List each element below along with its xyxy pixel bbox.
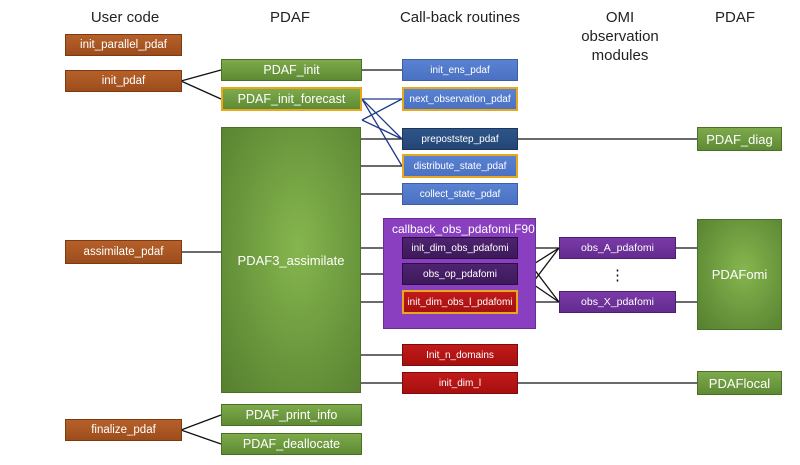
obs-callback-panel-title: callback_obs_pdafomi.F90: [392, 222, 535, 236]
omi-obs-a-box: obs_A_pdafomi: [559, 237, 676, 259]
user-finalize-box: finalize_pdaf: [65, 419, 182, 441]
header-pdaf-left: PDAF: [269, 9, 310, 26]
callback-next-observation-box: next_observation_pdaf: [402, 87, 518, 111]
pdaf-init-box: PDAF_init: [221, 59, 362, 81]
omi-ellipsis: ⋮: [610, 267, 625, 284]
header-callbacks: Call-back routines: [399, 9, 521, 26]
callback-distribute-state-box: distribute_state_pdaf: [402, 154, 518, 178]
pdaf-print-info-box: PDAF_print_info: [221, 404, 362, 426]
user-init-parallel-box: init_parallel_pdaf: [65, 34, 182, 56]
pdaf-deallocate-box: PDAF_deallocate: [221, 433, 362, 455]
pdafomi-box: PDAFomi: [697, 219, 782, 330]
callback-init-dim-obs-box: init_dim_obs_pdafomi: [402, 237, 518, 259]
callback-init-n-domains-box: Init_n_domains: [402, 344, 518, 366]
callback-prepoststep-box: prepoststep_pdaf: [402, 128, 518, 150]
callback-init-ens-box: init_ens_pdaf: [402, 59, 518, 81]
user-assimilate-box: assimilate_pdaf: [65, 240, 182, 264]
omi-obs-x-box: obs_X_pdafomi: [559, 291, 676, 313]
callback-collect-state-box: collect_state_pdaf: [402, 183, 518, 205]
callback-init-dim-l-box: init_dim_l: [402, 372, 518, 394]
user-init-box: init_pdaf: [65, 70, 182, 92]
header-pdaf-right: PDAF: [714, 9, 755, 26]
pdaf-init-forecast-box: PDAF_init_forecast: [221, 87, 362, 111]
callback-obs-op-box: obs_op_pdafomi: [402, 263, 518, 285]
pdaflocal-box: PDAFlocal: [697, 371, 782, 395]
header-user-code: User code: [90, 9, 160, 26]
header-omi: OMI observation modules: [581, 9, 659, 64]
pdaf-diag-box: PDAF_diag: [697, 127, 782, 151]
pdaf-assimilate-box: PDAF3_assimilate: [221, 127, 361, 393]
callback-init-dim-obs-l-box: init_dim_obs_l_pdafomi: [402, 290, 518, 314]
